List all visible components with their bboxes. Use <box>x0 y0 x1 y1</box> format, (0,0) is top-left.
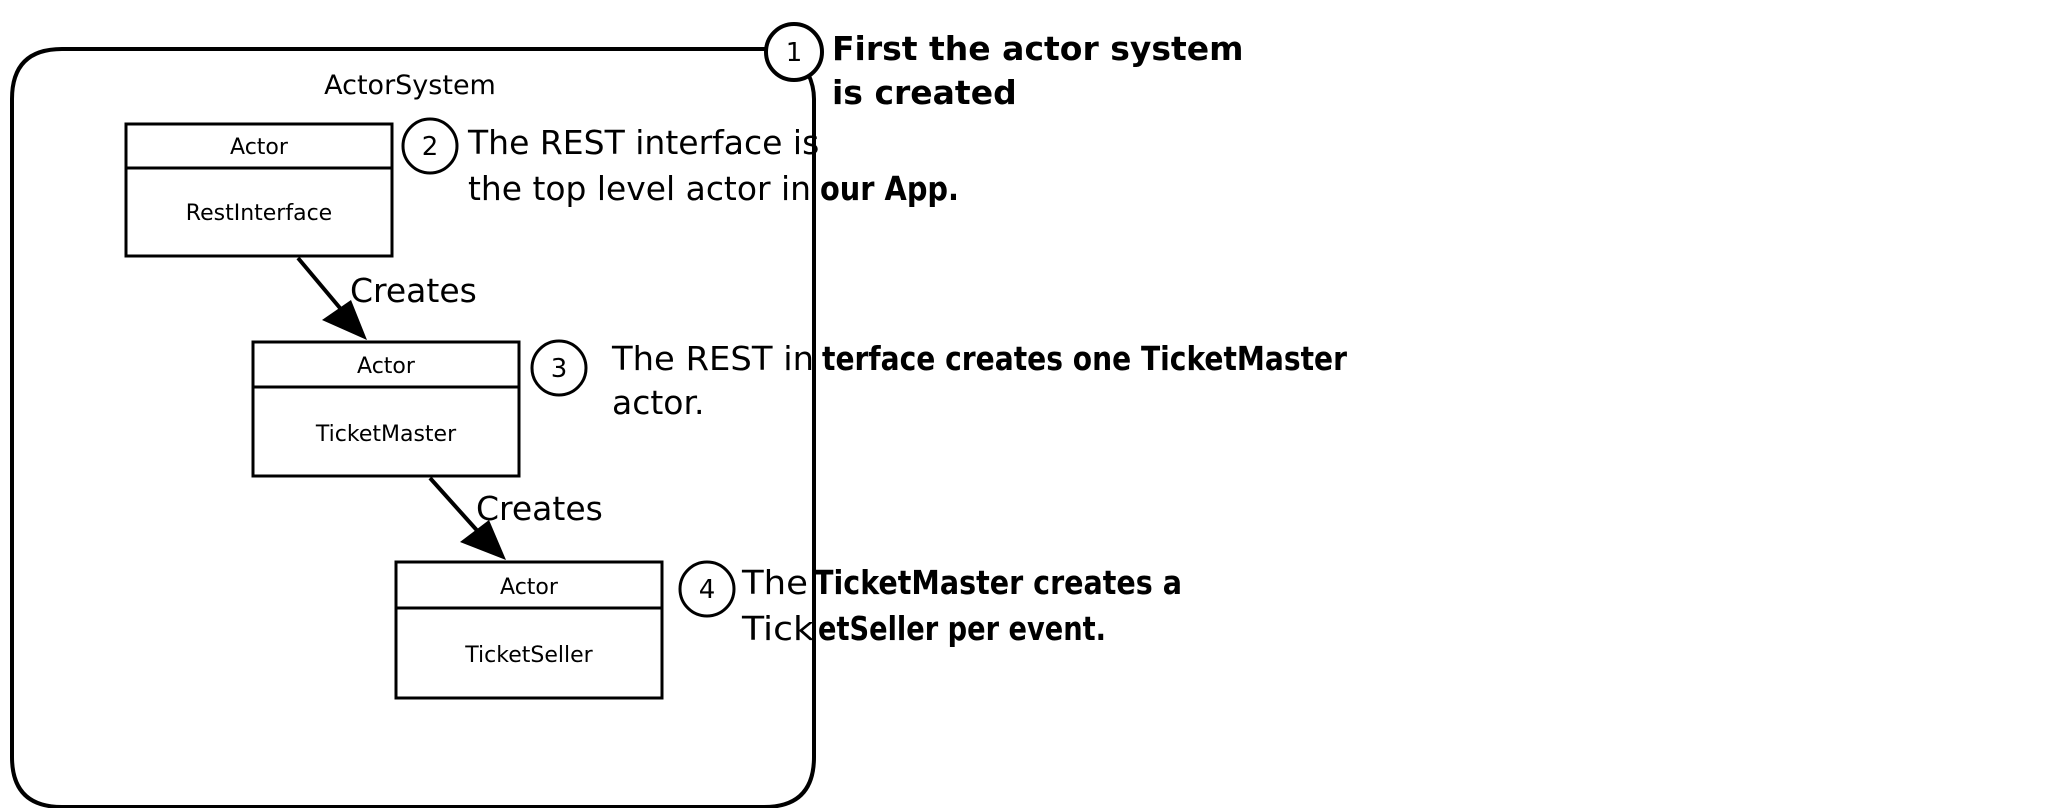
callout-badge <box>401 117 459 175</box>
edge-line <box>428 476 484 538</box>
callout-number: 2 <box>422 132 439 162</box>
callout-text-line-2-bold: etSeller per event. <box>818 609 1106 648</box>
actor-stereotype: Actor <box>230 135 289 160</box>
callout-text-line-1-bold: TicketMaster creates a <box>814 563 1182 602</box>
callout-number: 3 <box>551 354 568 384</box>
callout-text-line-2-plain: Tick <box>741 609 815 648</box>
callout-text-line-1: First the actor system <box>832 29 1244 68</box>
callout-4: 4 The TicketMaster creates a Tick etSell… <box>678 560 1182 648</box>
actor-system-label: ActorSystem <box>324 70 496 101</box>
actor-stereotype: Actor <box>500 575 559 600</box>
actor-name: TicketSeller <box>464 643 593 668</box>
callout-text-line-1-plain: The <box>741 563 808 602</box>
actor-box-ticketseller: Actor TicketSeller <box>394 560 664 700</box>
actor-stereotype: Actor <box>357 354 416 379</box>
arrowhead-icon <box>322 300 367 340</box>
actor-system-border <box>10 47 816 808</box>
edge-label: Creates <box>476 489 603 528</box>
actor-name: RestInterface <box>186 201 332 226</box>
callout-text-line-2: actor. <box>612 383 705 422</box>
callout-number: 1 <box>786 38 803 68</box>
edge-label: Creates <box>350 271 477 310</box>
callout-1: 1 First the actor system is created <box>764 22 1244 112</box>
edge-line <box>296 256 347 316</box>
actor-box-border <box>394 560 664 700</box>
callout-3: 3 The REST in terface creates one Ticket… <box>530 339 1348 422</box>
callout-text-line-2-bold: our App. <box>820 169 959 208</box>
callout-badge <box>764 22 824 82</box>
callout-2: 2 The REST interface is the top level ac… <box>401 117 959 208</box>
edge-creates-ticketmaster: Creates <box>296 256 477 340</box>
actor-name: TicketMaster <box>315 422 457 447</box>
callout-text-line-1-bold: terface creates one TicketMaster <box>822 339 1348 378</box>
actor-system-container: ActorSystem <box>10 47 816 808</box>
callout-number: 4 <box>699 575 716 605</box>
actor-box-border <box>124 122 394 258</box>
callout-badge <box>678 560 736 618</box>
actor-box-border <box>251 340 521 478</box>
callout-badge <box>530 339 588 397</box>
callout-text-line-2: is created <box>832 73 1017 112</box>
actor-box-ticketmaster: Actor TicketMaster <box>251 340 521 478</box>
callout-text-line-1: The REST interface is <box>467 123 819 162</box>
actor-box-restinterface: Actor RestInterface <box>124 122 394 258</box>
callout-text-line-2-plain: the top level actor in <box>468 169 811 208</box>
edge-creates-ticketseller: Creates <box>428 476 603 560</box>
callout-text-line-1-plain: The REST in <box>611 339 814 378</box>
arrowhead-icon <box>460 520 506 560</box>
